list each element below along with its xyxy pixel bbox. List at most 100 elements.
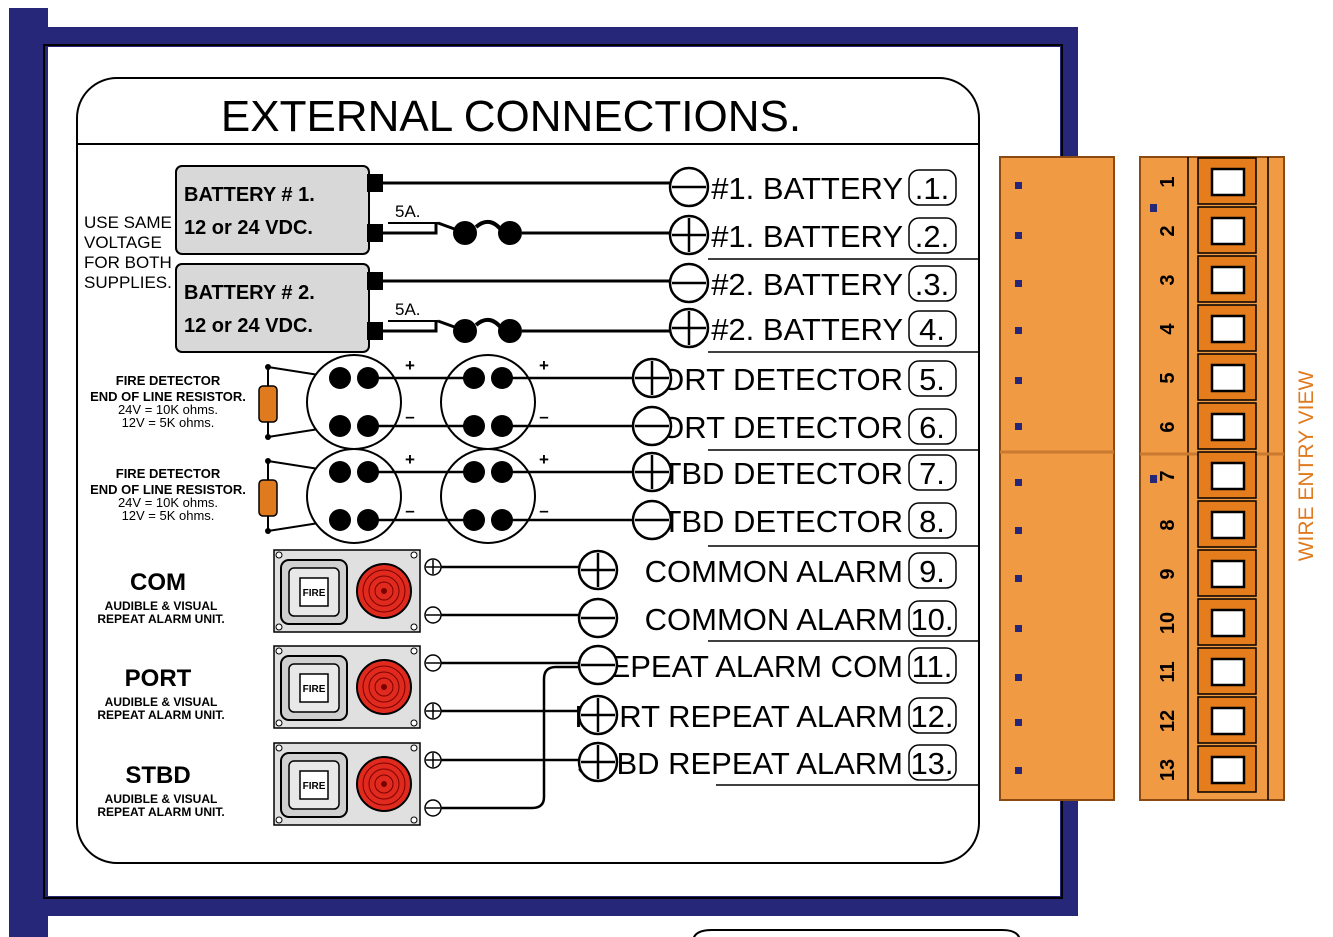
- terminal-number-box: [908, 600, 957, 637]
- terminal-block-markers: [1015, 182, 1022, 774]
- battery-voltage: 12 or 24 VDC.: [184, 315, 313, 337]
- wire: [383, 322, 438, 333]
- screw-icon: [275, 647, 283, 655]
- wire-entry-hole: [1210, 216, 1246, 246]
- positive-terminal-icon: [577, 741, 619, 783]
- fuse-rating: 5A.: [395, 300, 421, 319]
- supply-note: USE SAME: [84, 213, 172, 232]
- pin-number: 12: [1157, 710, 1179, 732]
- positive-terminal-icon: [668, 214, 710, 256]
- repeat-alarm-unit-2: FIRE: [273, 645, 421, 729]
- wire-entry-hole: [1210, 559, 1246, 589]
- negative-terminal-icon: [668, 262, 710, 304]
- enclosure-right-bar-bottom: [1060, 800, 1078, 898]
- terminal-screw-marker: [1015, 280, 1022, 287]
- resistor-note: END OF LINE RESISTOR.: [90, 482, 246, 497]
- terminal-label: #2. BATTERY: [711, 267, 903, 302]
- negative-terminal-icon: [631, 499, 673, 541]
- wire-entry-label: WIRE ENTRY VIEW: [1295, 371, 1318, 562]
- terminal-number: .3.: [915, 267, 949, 302]
- terminal-number: 5.: [919, 362, 945, 397]
- detector-minus-sign: –: [539, 501, 548, 520]
- wire-entry-hole: [1210, 363, 1246, 393]
- fuse-rating: 5A.: [395, 202, 421, 221]
- fuse-contact: [498, 319, 522, 343]
- enclosure-bottom-bar: [44, 896, 1078, 916]
- detector-plus-sign: +: [405, 356, 415, 375]
- pin-number: 3: [1157, 274, 1179, 285]
- terminal-screw-marker: [1015, 575, 1022, 582]
- pin-number: 1: [1157, 176, 1179, 187]
- battery-body: [175, 263, 370, 353]
- wire-entry-hole: [1210, 510, 1246, 540]
- negative-terminal-icon: [668, 166, 710, 208]
- positive-terminal-icon: [668, 307, 710, 349]
- positive-terminal-icon: [631, 451, 673, 493]
- wire-entry-stop-1: [1150, 204, 1157, 212]
- wire-entry-hole: [1210, 608, 1246, 638]
- detector-loop-1: +–+–: [258, 354, 633, 450]
- terminal-number-box: [908, 310, 957, 347]
- unit-negative-icon: [424, 799, 442, 817]
- detector-minus-sign: –: [405, 407, 414, 426]
- screw-icon: [410, 719, 418, 727]
- panel-title: EXTERNAL CONNECTIONS.: [221, 92, 801, 141]
- detector-loop-2: +–+–: [258, 448, 633, 544]
- enclosure-left-bar: [9, 8, 48, 937]
- terminal-label: COMMON ALARM: [645, 554, 903, 589]
- terminal-number-box: [908, 169, 957, 206]
- screw-icon: [275, 816, 283, 824]
- diagram-body: #1. BATTERY.1.#1. BATTERY.2.#2. BATTERY.…: [84, 165, 979, 826]
- wire-entry-hole: [1210, 461, 1246, 491]
- end-of-line-resistor-icon: [258, 479, 278, 517]
- enclosure-top-bar: [44, 27, 1078, 47]
- alarm-unit-caption: REPEAT ALARM UNIT.: [97, 612, 224, 626]
- resistor-note: FIRE DETECTOR: [116, 466, 221, 481]
- alarm-unit-caption: AUDIBLE & VISUAL: [105, 599, 218, 613]
- resistor-note: 12V = 5K ohms.: [122, 508, 215, 523]
- wire-entry-hole: [1210, 412, 1246, 442]
- pin-number: 2: [1157, 225, 1179, 236]
- pin-number: 6: [1157, 421, 1179, 432]
- terminal-screw-marker: [1015, 674, 1022, 681]
- beacon-ring: [368, 671, 400, 703]
- detector-plus-sign: +: [539, 450, 549, 469]
- unit-negative-icon: [424, 654, 442, 672]
- terminal-block: [999, 156, 1115, 801]
- terminal-screw-marker: [1015, 327, 1022, 334]
- wire-entry-cell: [1197, 255, 1257, 303]
- fire-badge-label: FIRE: [303, 684, 326, 695]
- beacon-ring: [368, 768, 400, 800]
- terminal-number-box: [908, 502, 957, 539]
- unit-positive-icon: [424, 702, 442, 720]
- terminal-number-box: [908, 454, 957, 491]
- fire-detector-icon: [306, 448, 402, 544]
- beacon-ring: [374, 581, 394, 601]
- detector-contact: [329, 367, 351, 389]
- wire-entry-hole: [1210, 706, 1246, 736]
- battery-positive-post: [367, 224, 383, 242]
- alarm-unit-caption: AUDIBLE & VISUAL: [105, 792, 218, 806]
- resistor-note: END OF LINE RESISTOR.: [90, 389, 246, 404]
- alarm-unit-caption: REPEAT ALARM UNIT.: [97, 708, 224, 722]
- negative-terminal-icon: [631, 405, 673, 447]
- wire-entry-hole: [1210, 755, 1246, 785]
- beacon-center: [381, 781, 387, 787]
- terminal-number-box: [908, 647, 957, 684]
- beacon-ring: [362, 762, 406, 806]
- repeat-alarm-unit-3: FIRE: [273, 742, 421, 826]
- terminal-number: 13.: [910, 746, 953, 781]
- beacon-ring: [368, 575, 400, 607]
- supply-note: FOR BOTH: [84, 253, 172, 272]
- terminal-screw-marker: [1015, 423, 1022, 430]
- pin-number: 8: [1157, 519, 1179, 530]
- terminal-screw-marker: [1015, 625, 1022, 632]
- screw-icon: [275, 623, 283, 631]
- terminal-number-box: [908, 552, 957, 589]
- fuse-contact: [498, 221, 522, 245]
- terminal-screw-marker: [1015, 719, 1022, 726]
- beacon-ring: [374, 774, 394, 794]
- battery-negative-post: [367, 272, 383, 290]
- fire-detector-icon: [440, 448, 536, 544]
